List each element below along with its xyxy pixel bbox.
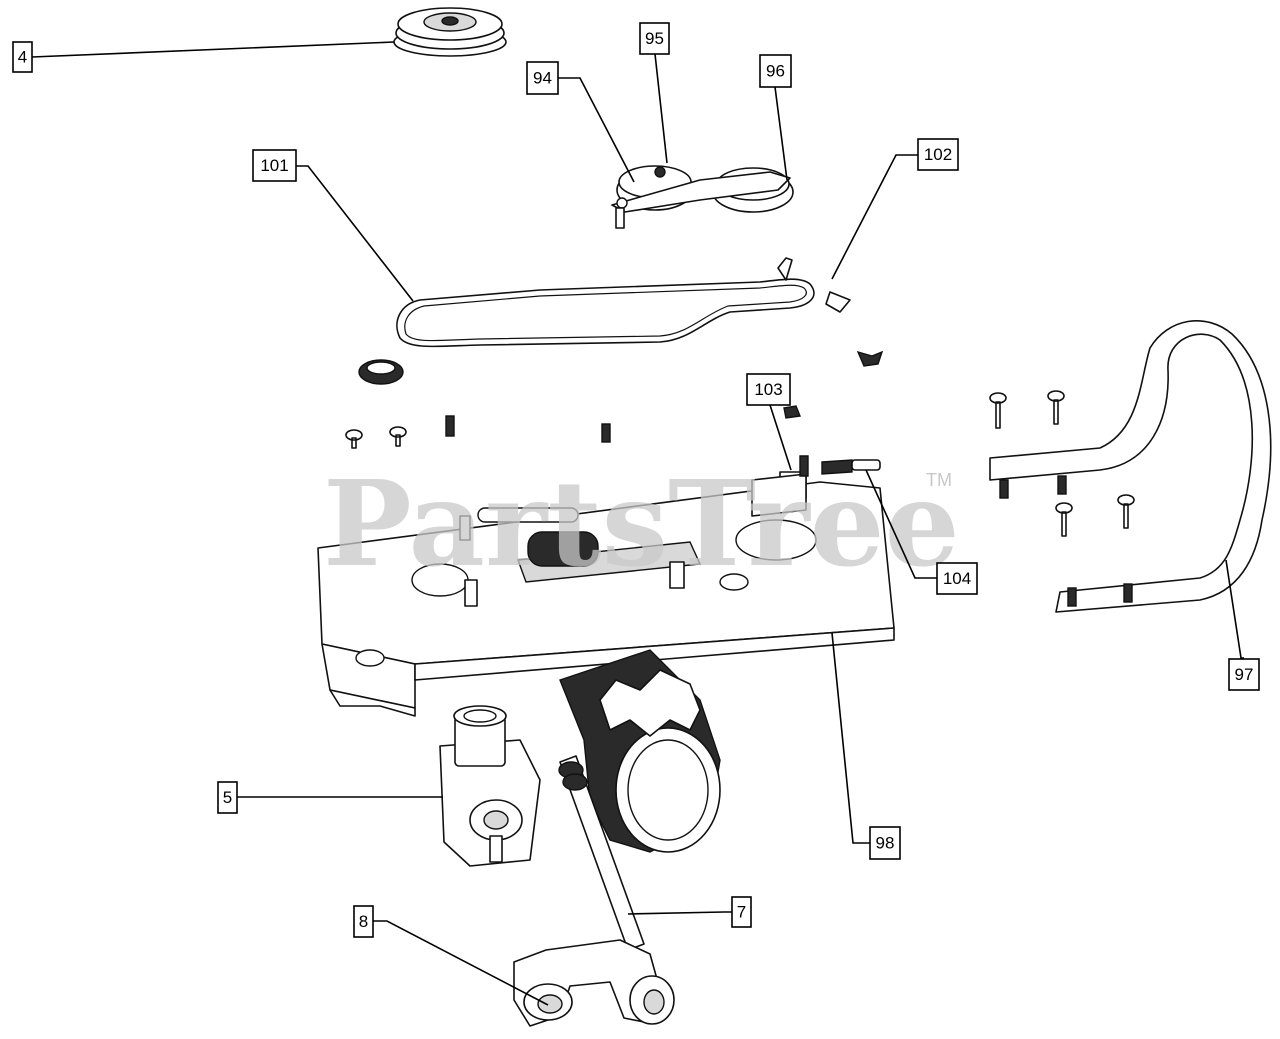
leader-lines (31, 41, 1244, 1006)
bracket-part (751, 455, 809, 517)
callout-7: 7 (731, 896, 752, 928)
callout-94: 94 (526, 61, 559, 95)
grommet-part (358, 359, 404, 385)
callout-97-label: 97 (1235, 665, 1254, 684)
callout-7-label: 7 (737, 903, 746, 922)
hardware-parts (345, 350, 884, 449)
callout-5-label: 5 (223, 788, 232, 807)
deck-plate (317, 471, 895, 717)
callout-101: 101 (252, 149, 297, 182)
handlebar-part (989, 320, 1272, 613)
callout-96: 96 (759, 54, 792, 88)
parts-tree-watermark: PartsTree TM (323, 454, 960, 593)
callout-104-label: 104 (943, 569, 971, 588)
callout-8-label: 8 (359, 912, 368, 931)
callout-96-label: 96 (766, 62, 785, 81)
idler-arm-assembly (611, 165, 794, 229)
callout-98: 98 (869, 826, 901, 860)
callout-95: 95 (639, 22, 670, 55)
pulley-part (393, 7, 507, 57)
callout-102: 102 (917, 138, 959, 171)
shaft-part (558, 755, 645, 951)
drive-belt-part (396, 257, 851, 348)
callout-101-label: 101 (260, 156, 288, 175)
callout-5: 5 (217, 781, 238, 814)
tine-drum-part (559, 649, 721, 853)
callout-104: 104 (936, 562, 978, 595)
watermark-trademark: TM (926, 470, 952, 490)
callout-102-label: 102 (924, 145, 952, 164)
callout-4-label: 4 (18, 48, 27, 67)
callout-103: 103 (746, 373, 791, 406)
callout-98-label: 98 (876, 834, 895, 853)
callout-94-label: 94 (533, 69, 552, 88)
callout-8: 8 (353, 905, 374, 938)
callout-4: 4 (12, 41, 33, 73)
callout-97: 97 (1228, 658, 1260, 691)
callout-103-label: 103 (754, 380, 782, 399)
callout-95-label: 95 (645, 29, 664, 48)
watermark-text: PartsTree (323, 454, 960, 593)
connecting-arm-part (513, 939, 675, 1027)
gearbox-part (439, 705, 541, 867)
